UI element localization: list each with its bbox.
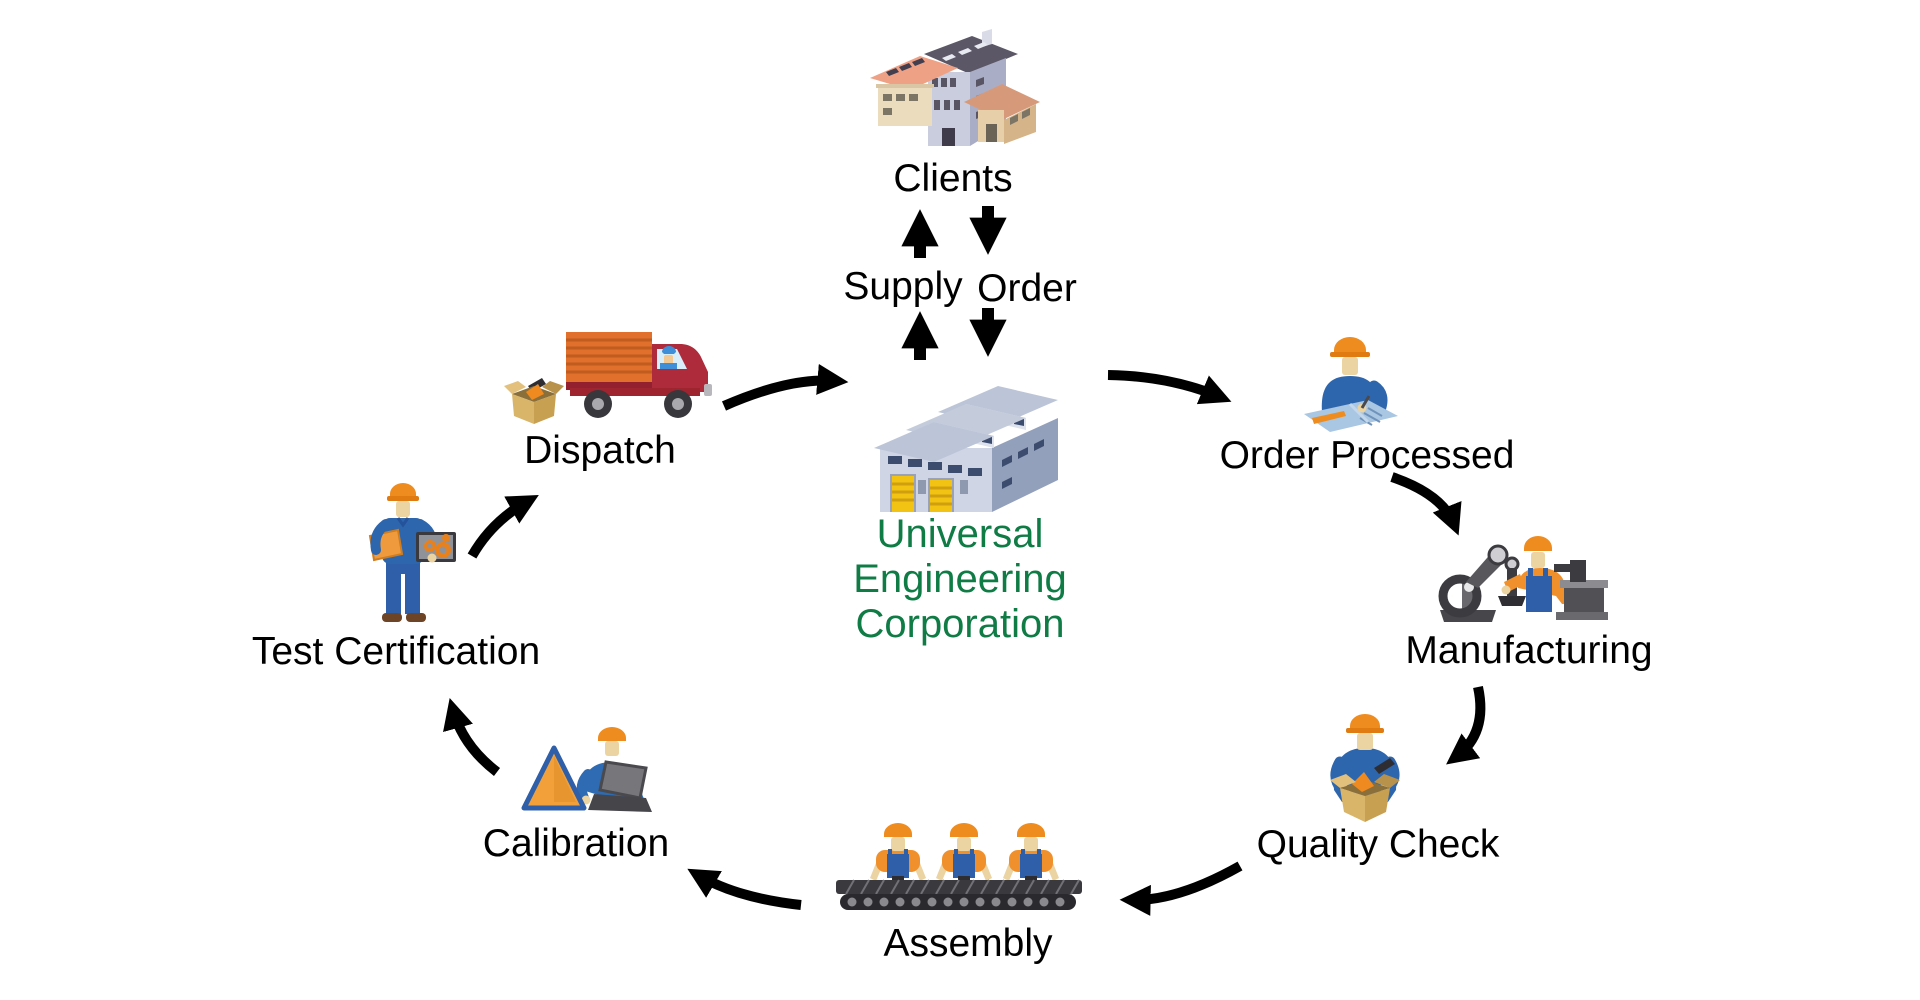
test-certification-worker-icon — [368, 483, 456, 622]
arrow-company-to-order-processed — [1107, 370, 1232, 405]
assembly-worker-3 — [1003, 823, 1059, 881]
manufacturing-label: Manufacturing — [1405, 629, 1653, 672]
assembly-line-icon — [836, 823, 1082, 910]
quality-check-label: Quality Check — [1256, 823, 1500, 866]
test-certification-label: Test Certification — [251, 630, 541, 673]
company-factory-icon — [874, 386, 1058, 512]
assembly-label: Assembly — [883, 922, 1053, 965]
dispatch-package-icon — [504, 378, 564, 424]
arrow-test-certification-to-dispatch — [467, 494, 539, 559]
manufacturing-machine-icon — [1438, 536, 1608, 622]
arrow-calibration-to-test-certification — [443, 698, 501, 776]
calibration-worker-icon — [521, 727, 652, 812]
assembly-worker-2 — [936, 823, 992, 881]
order-label: Order — [977, 267, 1077, 310]
arrow-order-processed-to-manufacturing — [1390, 472, 1462, 536]
assembly-worker-1 — [870, 823, 926, 881]
conveyor-belt — [836, 879, 1082, 910]
arrow-manufacturing-to-quality-check — [1446, 685, 1486, 765]
arrow-dispatch-to-company — [721, 363, 849, 411]
dispatch-truck-icon — [566, 332, 712, 418]
clients-label: Clients — [893, 157, 1013, 200]
arrow-quality-check-to-assembly — [1119, 861, 1243, 916]
company-name: Universal Engineering Corporation — [853, 512, 1067, 647]
clients-buildings-icon — [870, 29, 1040, 146]
calibration-label: Calibration — [482, 822, 670, 865]
company-name-line-1: Universal — [876, 512, 1044, 556]
supply-label: Supply — [843, 265, 963, 308]
arrow-assembly-to-calibration — [687, 868, 802, 910]
company-name-line-3: Corporation — [855, 602, 1065, 646]
dispatch-label: Dispatch — [524, 429, 676, 472]
order-processed-worker-icon — [1304, 337, 1398, 432]
order-processed-label: Order Processed — [1219, 434, 1515, 477]
quality-check-worker-icon — [1330, 714, 1400, 822]
company-name-line-2: Engineering — [853, 557, 1067, 601]
